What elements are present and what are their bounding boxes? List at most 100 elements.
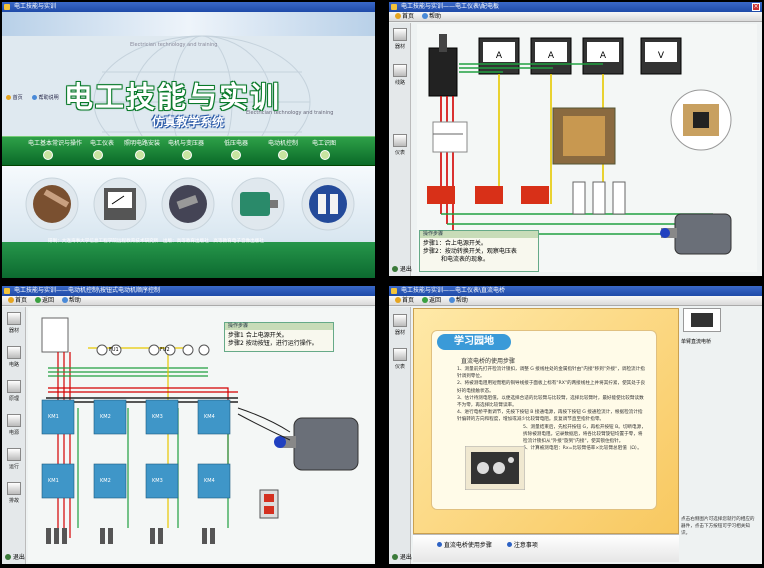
box-icon: [393, 28, 407, 41]
tool-power[interactable]: 电源: [5, 414, 23, 444]
menu-dot-6: [278, 150, 288, 160]
p3-exit-button[interactable]: 退出: [5, 552, 25, 561]
photo-tools[interactable]: [161, 177, 215, 231]
help-icon: [61, 297, 68, 303]
tool-run[interactable]: 运行: [5, 448, 23, 478]
play-icon: [7, 448, 21, 461]
km-label-5: KM1: [48, 478, 59, 484]
p4-section-badge: 学习园地: [437, 334, 511, 350]
tool-equipment-label: 器材: [394, 44, 405, 50]
tool-equipment-label: 器材: [8, 328, 19, 334]
p2-navbar: 首页 帮助: [389, 12, 762, 22]
p3-window-title: 电工技能与实训——电动机控制\按钮式电动机顺序控制: [14, 287, 161, 294]
fuse-label-1: FU1: [109, 347, 119, 353]
tool-equipment[interactable]: 器材: [391, 314, 409, 344]
menu-dot-1: [43, 150, 53, 160]
plug-icon: [7, 414, 21, 427]
panel-distribution-board: 电工技能与实训——电工仪表\配电板× 首页 帮助 器材 线路 仪表 A A A …: [389, 2, 762, 276]
contactor-km2-top: [93, 399, 127, 435]
nav-back-button[interactable]: 返回: [421, 297, 441, 304]
p4-right-note: 点击右侧图片可选择您就行的相应的器件，点击下方按钮可学习相关知识。: [681, 517, 755, 536]
btn-precautions[interactable]: 注意事项: [507, 540, 538, 549]
contactor-km1-top: [41, 399, 75, 435]
p1-help-link[interactable]: 帮助说明: [32, 94, 59, 101]
nav-home-button[interactable]: 首页: [8, 297, 27, 304]
nav-help-button[interactable]: 帮助: [61, 297, 81, 304]
device-thumb[interactable]: [683, 308, 721, 332]
power-switch: [41, 317, 69, 353]
p2-step-1: 步骤1：合上电源开关。: [423, 240, 487, 247]
close-icon[interactable]: ×: [752, 3, 760, 11]
tool-equipment[interactable]: 器材: [391, 28, 409, 58]
exit-icon: [392, 554, 398, 560]
menu-item-meters[interactable]: 电工仪表: [90, 140, 115, 147]
menu-item-basic[interactable]: 电工基本常识与操作: [28, 140, 83, 147]
tool-run-label: 运行: [8, 464, 19, 470]
home-icon: [395, 297, 401, 303]
home-icon: [8, 297, 14, 303]
photo-breakers[interactable]: [301, 177, 355, 231]
p3-step-2: 步骤2 按动按钮，进行运行操作。: [228, 340, 318, 347]
menu-item-motor-transformer[interactable]: 电机与变压器: [168, 140, 205, 147]
fuse-label-2: FU2: [160, 347, 170, 353]
tool-meters[interactable]: 仪表: [391, 134, 409, 164]
p4-navbar: 首页 返回 帮助: [389, 296, 762, 306]
menu-item-lighting[interactable]: 照明电路安装: [124, 140, 161, 147]
app-icon: [4, 4, 10, 10]
tool-principle[interactable]: 原理: [5, 380, 23, 410]
back-icon: [421, 297, 428, 303]
device-label: 单臂直流电桥: [681, 339, 712, 345]
km-label-6: KM2: [100, 478, 111, 484]
p1-en-subtitle: Electrician technology and training: [246, 110, 334, 116]
photo-meter[interactable]: [93, 177, 147, 231]
wrench-icon: [7, 482, 21, 495]
km-label-4: KM4: [204, 414, 215, 420]
help-icon: [448, 297, 455, 303]
p1-home-link[interactable]: 首页: [6, 94, 23, 101]
tool-circuit[interactable]: 线路: [391, 64, 409, 94]
p4-left-toolbar: [389, 307, 411, 564]
menu-item-motor-control[interactable]: 电动机控制: [268, 140, 299, 147]
tool-equipment[interactable]: 器材: [5, 312, 23, 342]
nav-back-button[interactable]: 返回: [34, 297, 54, 304]
tool-circuit[interactable]: 电路: [5, 346, 23, 376]
nav-help-button[interactable]: 帮助: [448, 297, 468, 304]
p2-steps-header: 操作步骤: [420, 231, 538, 238]
svg-text:V: V: [658, 51, 665, 61]
tool-meters[interactable]: 仪表: [391, 348, 409, 378]
p4-exit-button[interactable]: 退出: [392, 552, 412, 561]
km-label-3: KM3: [152, 414, 163, 420]
breaker-2: [475, 186, 503, 204]
panel-motor-control: 电工技能与实训——电动机控制\按钮式电动机顺序控制 首页 返回 帮助 器材 电路…: [2, 286, 375, 564]
p4-para-3: 3、估计待测电阻值，以便选择合适的比较臂与比较臂，选择比较臂时，最好能使比较臂读…: [457, 395, 644, 409]
menu-item-drawing[interactable]: 电工识图: [312, 140, 337, 147]
km-label-8: KM4: [204, 478, 215, 484]
nav-help-button[interactable]: 帮助: [421, 13, 441, 20]
p3-navbar: 首页 返回 帮助: [2, 296, 375, 306]
p4-para-1: 1、测量前先打开检流计锁扣，调整 G 接线柱处的金属指针由"内接"移到"外接"，…: [457, 367, 645, 380]
bullet-icon: [507, 542, 512, 547]
circuit-icon: [7, 346, 21, 359]
p2-step-2-cont: 和电流表的现象。: [441, 256, 490, 263]
photo-pliers[interactable]: [25, 177, 79, 231]
nav-back-label: 返回: [428, 297, 441, 304]
nav-home-label: 首页: [402, 297, 415, 304]
nav-home-button[interactable]: 首页: [395, 297, 414, 304]
tool-troubleshoot[interactable]: 排故: [5, 482, 23, 512]
p4-bottom-bar: [413, 534, 679, 562]
menu-dot-2: [93, 150, 103, 160]
contactor-km3-bottom: [145, 463, 179, 499]
schematic-icon: [7, 380, 21, 393]
nav-home-button[interactable]: 首页: [395, 13, 414, 20]
p2-titlebar: 电工技能与实训——电工仪表\配电板×: [389, 2, 762, 12]
photo-motor[interactable]: [231, 177, 285, 231]
btn-usage-steps[interactable]: 直流电桥使用步骤: [437, 540, 492, 549]
p1-window-title: 电工技能与实训: [14, 3, 57, 10]
motor-2: [674, 213, 732, 255]
km-label-2: KM2: [100, 414, 111, 420]
p1-menu-dots: [43, 150, 330, 160]
menu-item-lowvoltage[interactable]: 低压电器: [224, 140, 249, 147]
nav-help-label: 帮助: [455, 297, 468, 304]
terminal-1: [572, 181, 586, 215]
p2-exit-button[interactable]: 退出: [392, 264, 412, 273]
